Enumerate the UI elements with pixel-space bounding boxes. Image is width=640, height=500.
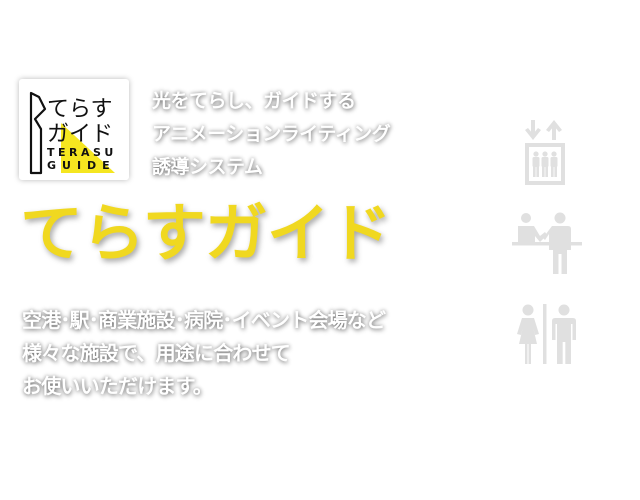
tagline: 光をてらし、ガイドする アニメーションライティング 誘導システム xyxy=(152,85,391,184)
tagline-line: 光をてらし、ガイドする xyxy=(152,90,356,112)
logo-jp-line2: ガイド xyxy=(47,122,113,147)
description: 空港･駅･商業施設･病院･イベント会場など 様々な施設で、用途に合わせて お使い… xyxy=(22,304,386,403)
tagline-line: 誘導システム xyxy=(152,156,263,178)
information-desk-icon xyxy=(510,210,584,280)
description-line: お使いいただけます。 xyxy=(22,374,213,398)
elevator-icon xyxy=(522,118,568,192)
description-line: 様々な施設で、用途に合わせて xyxy=(22,341,291,365)
product-title: てらすガイド xyxy=(20,197,392,270)
restroom-icon xyxy=(512,302,580,372)
logo-yellow-triangle xyxy=(61,123,115,173)
logo-jp-line1: てらす xyxy=(47,97,113,122)
tagline-line: アニメーションライティング xyxy=(152,123,391,145)
logo-graphic: てらす ガイド TERASU GUIDE xyxy=(29,91,117,175)
description-line: 空港･駅･商業施設･病院･イベント会場など xyxy=(22,308,386,332)
terasu-guide-logo: てらす ガイド TERASU GUIDE xyxy=(19,79,129,180)
logo-en-line1: TERASU xyxy=(47,146,117,159)
logo-en-line2: GUIDE xyxy=(47,159,116,172)
logo-beam-shape xyxy=(29,91,47,175)
